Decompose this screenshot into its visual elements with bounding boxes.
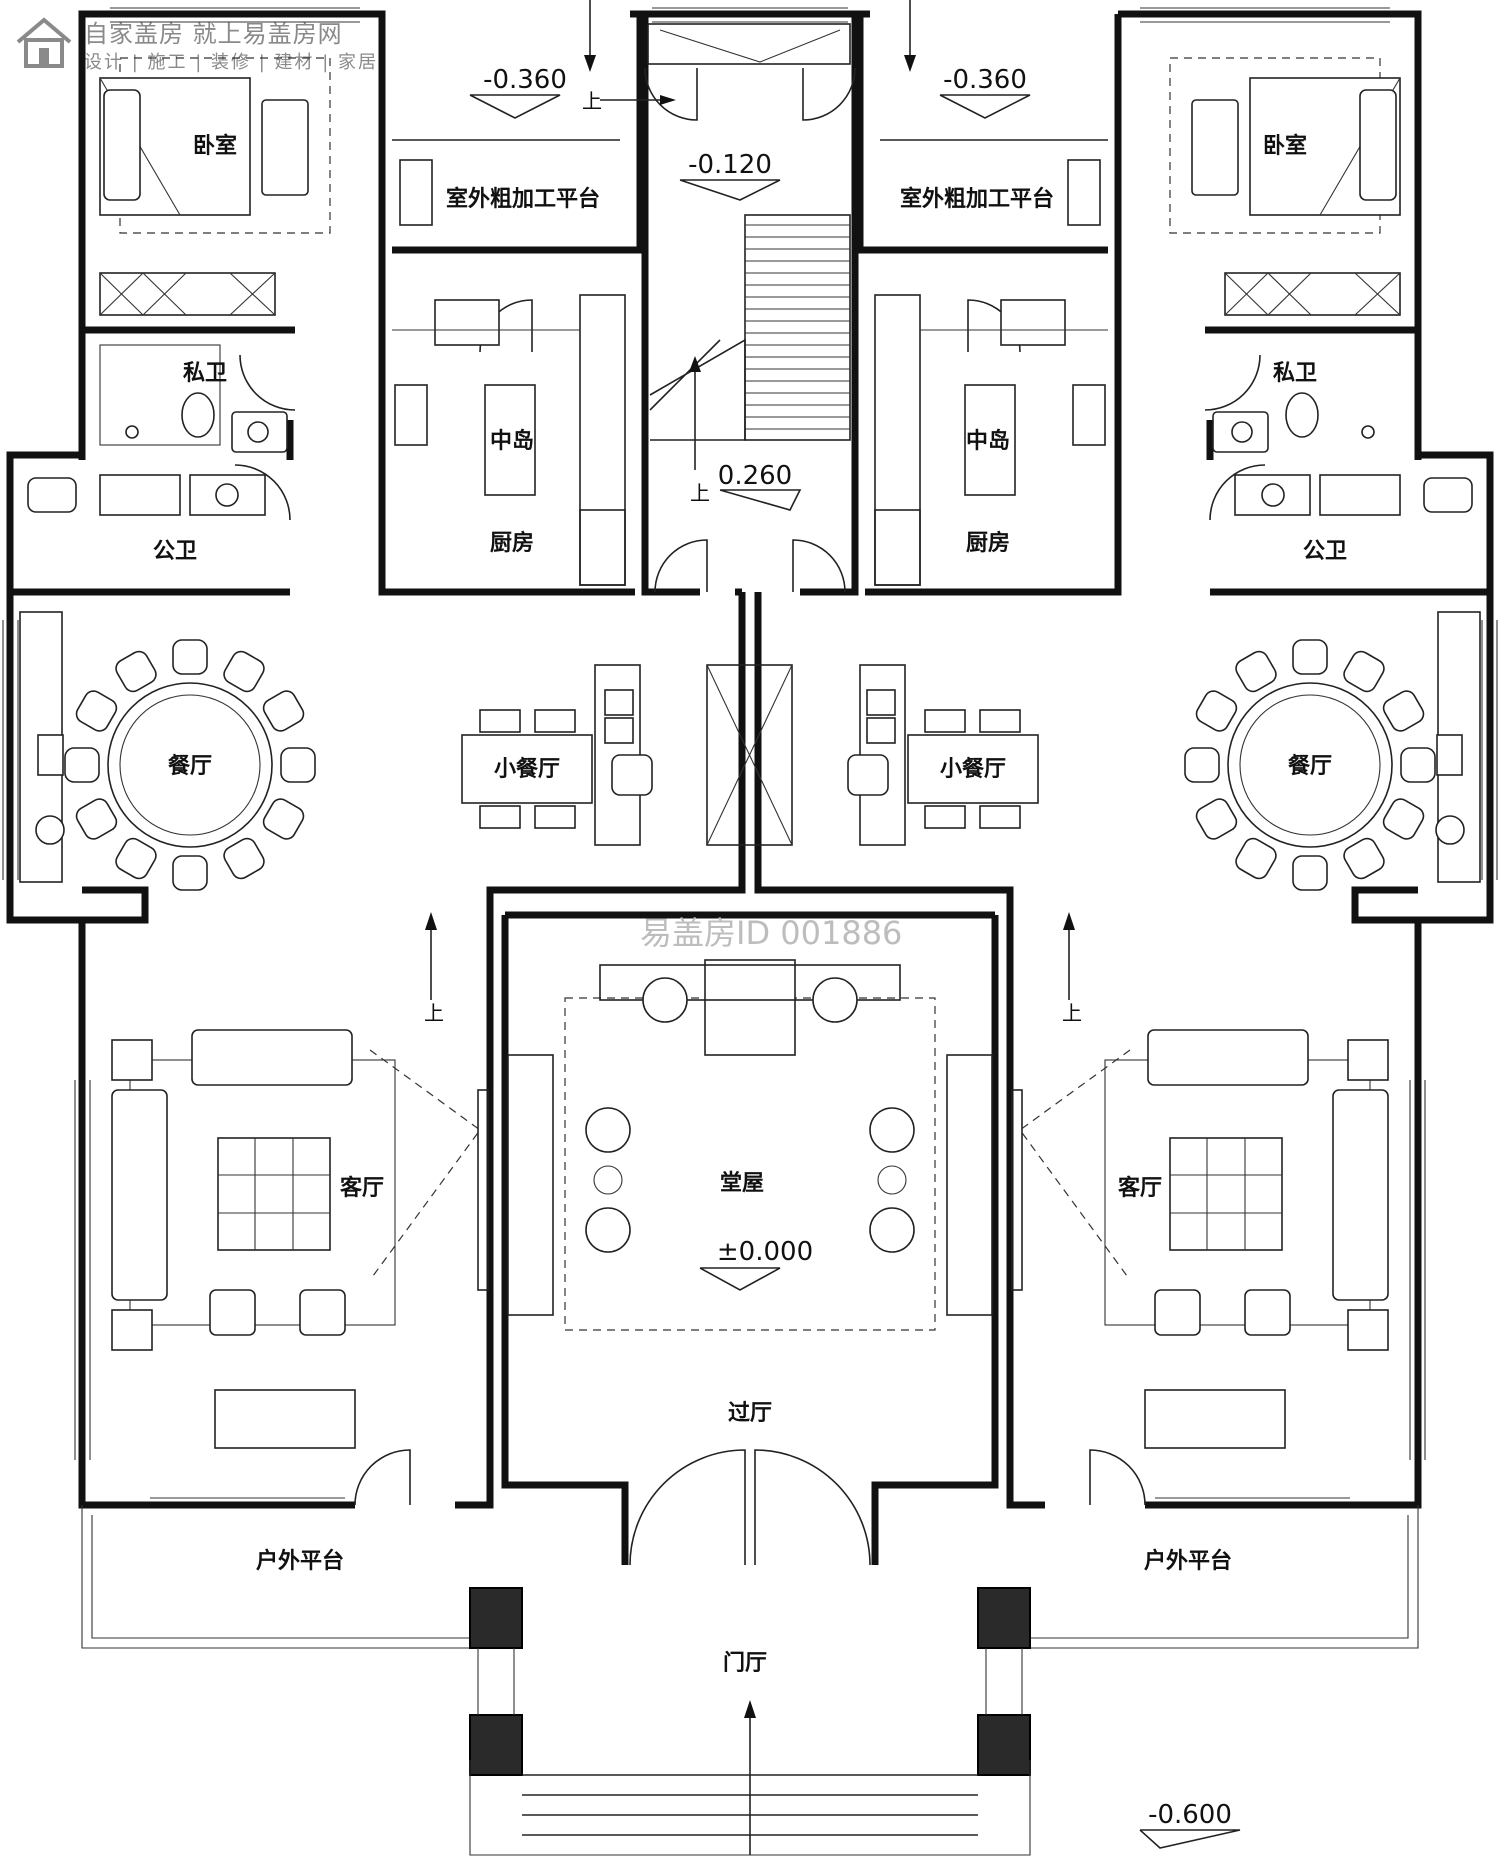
label-living-left: 客厅 <box>340 1175 384 1201</box>
dining-chair <box>1195 690 1238 732</box>
label-bedroom-left: 卧室 <box>193 133 237 159</box>
house-logo-icon <box>16 17 72 68</box>
bedroom-left <box>99 57 331 316</box>
dining-chair <box>75 798 118 840</box>
label-corridor-hall: 过厅 <box>728 1401 772 1426</box>
label-small-dining-right: 小餐厅 <box>940 757 1006 782</box>
room-labels: 卧室 卧室 私卫 私卫 公卫 公卫 室外粗加工平台 室外粗加工平台 中岛 中岛 … <box>153 133 1347 1676</box>
dining-right <box>1184 611 1481 891</box>
central-stair <box>647 23 851 470</box>
kitchen-left <box>392 139 626 586</box>
baths-left <box>27 344 288 516</box>
small-dining-right <box>847 664 1039 846</box>
dining-chair <box>1235 650 1277 693</box>
up-labels: 上 上 上 上 <box>424 89 1082 1025</box>
dining-chair <box>223 650 265 693</box>
dining-chair <box>1292 855 1328 891</box>
label-kitchen-left: 厨房 <box>490 530 534 556</box>
label-private-bath-left: 私卫 <box>183 361 227 386</box>
label-kitchen-right: 厨房 <box>966 530 1010 556</box>
label-entrance-hall: 门厅 <box>723 1650 767 1676</box>
elevation-labels: -0.360 -0.360 -0.120 0.260 ±0.000 -0.600 <box>483 65 1232 1830</box>
label-bedroom-right: 卧室 <box>1263 133 1307 159</box>
up-label-outdoor: 上 <box>582 89 602 113</box>
up-label-living-left: 上 <box>424 1001 444 1025</box>
dining-chair <box>1292 639 1328 675</box>
dining-chair <box>1195 798 1238 840</box>
elev-outdoor-left: -0.360 <box>483 65 567 95</box>
brand-subtitle: 设计 | 施工 | 装修 | 建材 | 家居 <box>84 52 379 73</box>
exterior-walls <box>6 10 1494 1565</box>
dining-chairs-right <box>1184 639 1436 891</box>
dining-chair <box>172 855 208 891</box>
brand-title: 自家盖房 就上易盖房网 <box>84 20 343 48</box>
dining-chair <box>1343 837 1385 880</box>
label-private-bath-right: 私卫 <box>1273 361 1317 386</box>
stair-steps <box>745 224 850 430</box>
label-terrace-left: 户外平台 <box>256 1548 344 1574</box>
dining-chair <box>223 837 265 880</box>
elev-main-floor: ±0.000 <box>717 1237 813 1267</box>
baths-right <box>1212 392 1473 516</box>
windows <box>2 7 1498 1499</box>
label-living-right: 客厅 <box>1118 1175 1162 1201</box>
dining-chair <box>172 639 208 675</box>
dining-chair <box>1343 650 1385 693</box>
dining-left <box>19 611 316 891</box>
living-left <box>111 1029 489 1449</box>
dining-chairs-left <box>64 639 316 891</box>
label-outdoor-platform-left: 室外粗加工平台 <box>446 186 600 212</box>
dining-chair <box>1382 690 1425 732</box>
label-public-bath-left: 公卫 <box>153 539 197 564</box>
elev-stair-top: 0.260 <box>718 461 792 491</box>
dining-chair <box>1400 747 1436 783</box>
watermark: 易盖房ID 001886 <box>640 914 903 952</box>
dining-chair <box>262 690 305 732</box>
dining-chair <box>115 650 157 693</box>
label-main-hall: 堂屋 <box>720 1171 764 1196</box>
dining-chair <box>1235 837 1277 880</box>
terraces <box>81 1505 1419 1856</box>
elev-stair-landing: -0.120 <box>688 150 772 180</box>
brand-header: 自家盖房 就上易盖房网 设计 | 施工 | 装修 | 建材 | 家居 <box>6 4 406 74</box>
label-terrace-right: 户外平台 <box>1144 1548 1232 1574</box>
label-small-dining-left: 小餐厅 <box>494 757 560 782</box>
elev-outdoor-right: -0.360 <box>943 65 1027 95</box>
small-dining-left <box>461 664 793 846</box>
bedroom-right <box>1169 57 1401 316</box>
elev-exterior-ground: -0.600 <box>1148 1800 1232 1830</box>
dining-chair <box>262 798 305 840</box>
kitchen-right <box>874 139 1108 586</box>
door-swings <box>234 67 1266 1566</box>
dining-chair <box>280 747 316 783</box>
label-dining-left: 餐厅 <box>168 754 212 779</box>
label-public-bath-right: 公卫 <box>1303 539 1347 564</box>
main-hall-furniture <box>507 959 993 1331</box>
label-island-left: 中岛 <box>490 428 534 454</box>
up-arrows <box>425 0 1075 1000</box>
elevation-markers <box>469 94 1241 1849</box>
dining-chair <box>1382 798 1425 840</box>
up-label-stair: 上 <box>690 481 710 505</box>
dining-chair <box>64 747 100 783</box>
label-outdoor-platform-right: 室外粗加工平台 <box>900 186 1054 212</box>
label-dining-right: 餐厅 <box>1288 754 1332 779</box>
dining-chair <box>75 690 118 732</box>
up-label-living-right: 上 <box>1062 1001 1082 1025</box>
living-right <box>1011 1029 1389 1449</box>
dining-chair <box>1184 747 1220 783</box>
label-island-right: 中岛 <box>966 428 1010 454</box>
dining-chair <box>115 837 157 880</box>
